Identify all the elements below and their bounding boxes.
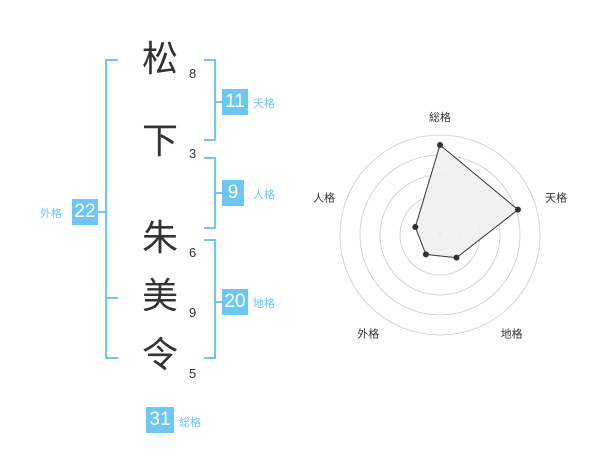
jinkaku-value: 9 (222, 180, 244, 206)
tenkaku-bracket (204, 59, 216, 141)
stroke-count-3: 6 (189, 245, 197, 260)
radar-polygon (414, 144, 519, 259)
chikaku-label: 地格 (253, 297, 275, 310)
name-char-5: 令 (141, 335, 178, 376)
chikaku-value: 20 (222, 289, 248, 315)
jinkaku-label: 人格 (253, 188, 275, 201)
radar-ring-5 (339, 134, 541, 336)
name-char-4: 美 (141, 276, 178, 317)
radar-series (412, 142, 521, 261)
radar-axis-label-0: 総格 (429, 110, 451, 124)
soukaku-value: 31 (146, 407, 174, 433)
radar-point-3 (422, 251, 429, 258)
name-char-1: 松 (141, 39, 178, 80)
tenkaku-label: 天格 (253, 97, 275, 110)
name-char-2: 下 (141, 121, 178, 162)
radar-point-1 (514, 206, 521, 213)
radar-axis-label-2: 地格 (501, 327, 523, 341)
soukaku-label: 総格 (179, 416, 201, 429)
radar-axis-label-1: 天格 (545, 190, 567, 204)
radar-point-4 (412, 223, 419, 230)
stroke-count-5: 5 (189, 366, 197, 381)
gaikaku-label: 外格 (40, 207, 62, 220)
stroke-count-4: 9 (189, 305, 197, 320)
radar-point-0 (437, 142, 443, 148)
gaikaku-value: 22 (72, 199, 98, 225)
stroke-count-1: 8 (189, 66, 197, 81)
name-char-3: 朱 (141, 218, 178, 259)
radar-axis-label-3: 外格 (357, 327, 379, 341)
radar-axis-label-4: 人格 (313, 190, 335, 204)
tenkaku-value: 11 (222, 89, 248, 115)
gaikaku-bracket (105, 59, 118, 359)
radar-point-2 (453, 254, 460, 261)
chikaku-bracket (204, 239, 216, 359)
stroke-count-2: 3 (189, 146, 197, 161)
